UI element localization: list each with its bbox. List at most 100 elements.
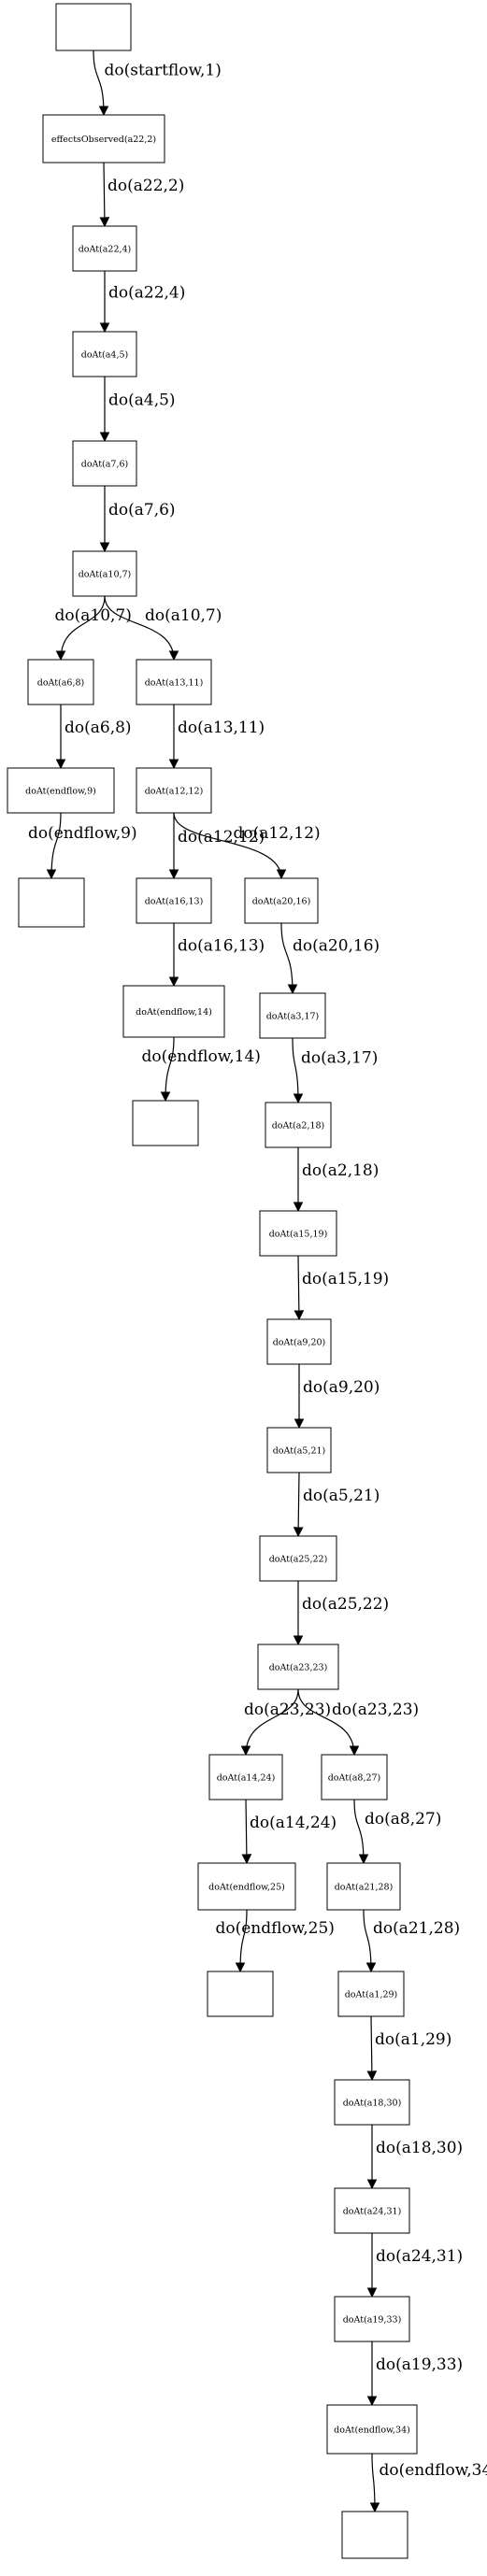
edge-arrow xyxy=(366,2015,378,2082)
node-box: doAt(a16,13) xyxy=(136,877,212,924)
node-box: doAt(a20,16) xyxy=(244,877,319,924)
edge-label: do(a2,18) xyxy=(302,1161,379,1180)
node-rect xyxy=(72,440,137,487)
node-rect xyxy=(27,659,94,705)
edge-label: do(endflow,14) xyxy=(142,1047,261,1066)
node-label: doAt(a12,12) xyxy=(145,787,204,797)
node-label: effectsObserved(a22,2) xyxy=(51,135,156,145)
node-rect xyxy=(244,877,319,924)
node-rect xyxy=(55,3,132,51)
node-box: doAt(a23,23) xyxy=(257,1644,339,1690)
node-label: doAt(a1,29) xyxy=(345,1990,398,2000)
empty-node-box xyxy=(18,877,85,928)
edge-arrow xyxy=(46,812,62,880)
edge-arrow xyxy=(280,922,298,995)
node-box: doAt(a18,30) xyxy=(334,2079,410,2126)
node-box: doAt(a19,33) xyxy=(334,2296,410,2342)
node-rect xyxy=(136,877,212,924)
edge-label: do(a22,4) xyxy=(108,284,185,303)
node-rect xyxy=(259,1535,337,1582)
node-box: doAt(a2,18) xyxy=(265,1102,332,1148)
node-label: doAt(a25,22) xyxy=(269,1555,328,1565)
edge-label: do(a12,12) xyxy=(178,828,265,847)
edge-arrow xyxy=(173,812,287,880)
edge-label: do(a16,13) xyxy=(178,937,265,956)
node-label: doAt(a16,13) xyxy=(145,897,204,907)
edge-label: do(a25,22) xyxy=(302,1595,389,1614)
node-rect xyxy=(122,985,225,1038)
node-label: doAt(endflow,14) xyxy=(136,1007,212,1018)
node-box: doAt(a21,28) xyxy=(326,1862,401,1911)
node-label: doAt(a7,6) xyxy=(81,460,129,470)
edge-label: do(a6,8) xyxy=(64,719,132,737)
node-rect xyxy=(136,659,212,705)
node-box: doAt(endflow,34) xyxy=(326,2404,418,2455)
node-box: doAt(a1,29) xyxy=(337,1971,405,2017)
node-rect xyxy=(72,225,137,272)
node-rect xyxy=(72,331,137,377)
empty-node-box xyxy=(207,1971,274,2017)
node-rect xyxy=(334,2187,410,2234)
node-box: doAt(endflow,25) xyxy=(197,1862,296,1911)
node-label: doAt(a22,4) xyxy=(79,245,132,255)
node-box: doAt(a24,31) xyxy=(334,2187,410,2234)
edge-label: do(a5,21) xyxy=(303,1487,380,1505)
node-label: doAt(a4,5) xyxy=(81,350,129,361)
node-box: doAt(endflow,14) xyxy=(122,985,225,1038)
edge-label: do(a1,29) xyxy=(375,2030,451,2049)
edge-label: do(a20,16) xyxy=(293,937,380,956)
edge-label: do(a8,27) xyxy=(365,1810,441,1829)
node-box: doAt(endflow,9) xyxy=(7,767,115,814)
node-box: doAt(a22,4) xyxy=(72,225,137,272)
empty-node-box xyxy=(341,2511,408,2559)
node-label: doAt(a23,23) xyxy=(269,1663,328,1673)
node-rect xyxy=(266,1427,332,1473)
edge-label: do(endflow,25) xyxy=(216,1919,335,1938)
node-label: doAt(endflow,25) xyxy=(208,1883,285,1893)
empty-node-box xyxy=(132,1100,199,1146)
node-box: doAt(a25,22) xyxy=(259,1535,337,1582)
node-rect xyxy=(7,767,115,814)
node-label: doAt(a24,31) xyxy=(343,2207,402,2217)
edge-label: do(a24,31) xyxy=(376,2247,463,2266)
edge-arrow xyxy=(93,50,109,117)
edge-label: do(a13,11) xyxy=(178,719,265,737)
node-label: doAt(a15,19) xyxy=(269,1230,328,1240)
node-label: doAt(a19,33) xyxy=(343,2315,402,2326)
edge-arrow xyxy=(292,1037,304,1104)
node-rect xyxy=(136,767,212,814)
node-box: doAt(a12,12) xyxy=(136,767,212,814)
node-label: doAt(a5,21) xyxy=(273,1446,326,1457)
edge-label: do(a9,20) xyxy=(303,1378,380,1397)
edge-arrow xyxy=(99,162,110,228)
node-label: doAt(a13,11) xyxy=(145,678,204,689)
edge-label: do(startflow,1) xyxy=(105,62,222,80)
node-rect xyxy=(321,1754,388,1800)
node-rect xyxy=(259,992,326,1039)
edge-label: do(a3,17) xyxy=(301,1049,378,1068)
edge-label: do(a23,23) xyxy=(332,1701,419,1719)
node-label: doAt(a21,28) xyxy=(335,1883,394,1893)
edge-arrow xyxy=(241,1799,252,1865)
node-label: doAt(a3,17) xyxy=(266,1012,320,1022)
node-box: effectsObserved(a22,2) xyxy=(42,114,165,164)
node-rect xyxy=(207,1971,274,2017)
node-rect xyxy=(208,1754,283,1800)
edge-label: do(a7,6) xyxy=(108,501,176,519)
node-label: doAt(a20,16) xyxy=(252,897,311,907)
node-box: doAt(a4,5) xyxy=(72,331,137,377)
edge-label: do(a18,30) xyxy=(376,2139,463,2157)
node-rect xyxy=(72,550,137,597)
node-rect xyxy=(265,1102,332,1148)
node-label: doAt(endflow,9) xyxy=(25,787,96,797)
node-rect xyxy=(197,1862,296,1911)
node-label: doAt(a14,24) xyxy=(217,1773,276,1784)
node-rect xyxy=(337,1971,405,2017)
node-box: doAt(a7,6) xyxy=(72,440,137,487)
edge-label: do(a19,33) xyxy=(376,2355,463,2374)
node-box: doAt(a5,21) xyxy=(266,1427,332,1473)
node-rect xyxy=(259,1210,337,1257)
node-box: doAt(a13,11) xyxy=(136,659,212,705)
